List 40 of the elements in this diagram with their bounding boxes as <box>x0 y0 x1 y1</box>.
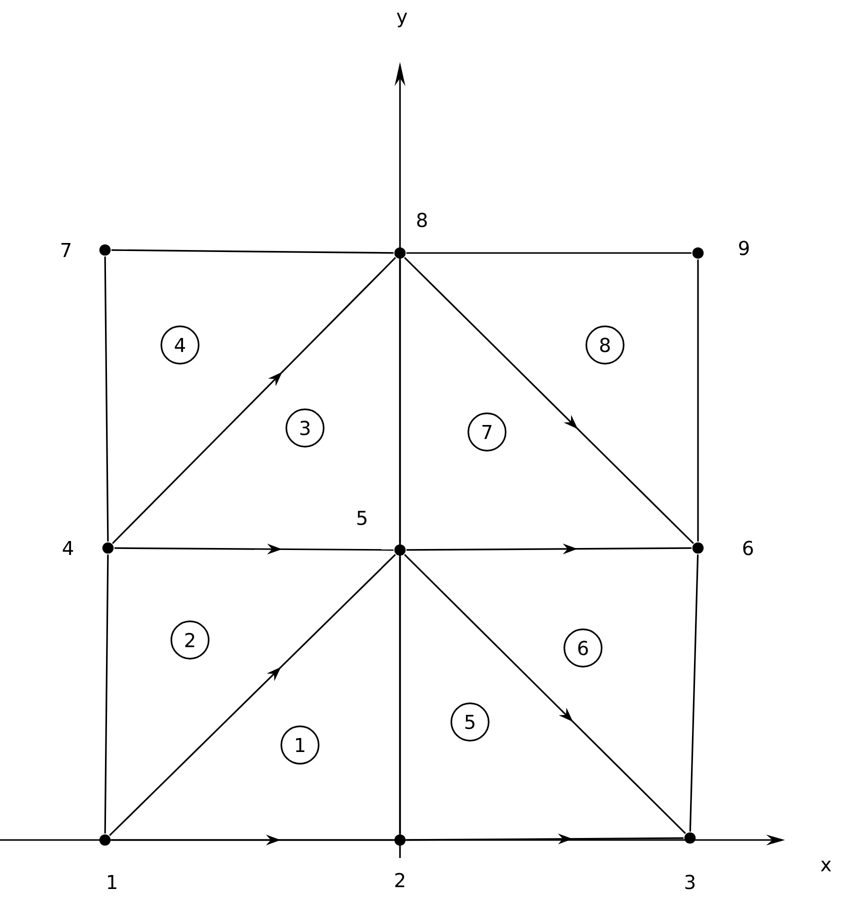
element-number: 6 <box>564 628 602 668</box>
node-number: 3 <box>685 874 695 890</box>
mesh-point <box>394 834 406 846</box>
node-number: 8 <box>417 212 427 228</box>
mesh-line <box>109 554 396 836</box>
node-number: 7 <box>61 243 70 257</box>
mesh-line <box>112 257 396 544</box>
node-number: 9 <box>739 240 749 256</box>
node-number: 1 <box>108 875 116 889</box>
axis-label: x <box>820 860 832 872</box>
mesh-line <box>399 259 401 544</box>
node-number: 6 <box>743 540 753 556</box>
mesh-point <box>692 542 704 554</box>
node-number: 5 <box>357 510 366 526</box>
node-number: 2 <box>395 872 404 888</box>
mesh-point <box>99 244 111 256</box>
element-number: 2 <box>170 620 210 660</box>
mesh-line <box>406 252 692 254</box>
mesh-point <box>684 832 696 844</box>
element-number: 7 <box>468 412 506 452</box>
mesh-line <box>104 554 109 834</box>
mesh-line <box>404 256 694 544</box>
element-number: 1 <box>280 726 320 764</box>
axis-label: y <box>396 12 408 28</box>
mesh-line <box>689 554 699 832</box>
mesh-point <box>102 542 114 554</box>
mesh-line <box>697 259 699 542</box>
mesh-line <box>399 556 401 834</box>
mesh-point <box>394 247 406 259</box>
node-number: 4 <box>62 541 74 555</box>
mesh-point <box>394 544 406 556</box>
mesh-point <box>692 247 704 259</box>
element-number: 5 <box>450 702 490 742</box>
element-number: 4 <box>160 326 200 364</box>
element-number: 3 <box>286 408 324 448</box>
mesh-point <box>99 834 111 846</box>
mesh-line <box>104 256 109 542</box>
mesh-line <box>404 554 686 834</box>
mesh-line <box>111 249 394 254</box>
element-number: 8 <box>586 326 624 364</box>
